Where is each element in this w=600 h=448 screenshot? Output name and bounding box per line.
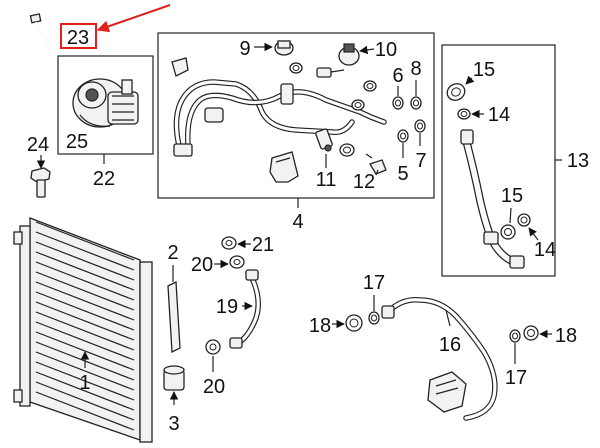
- o-ring-7: [414, 119, 426, 133]
- o-ring-6: [392, 96, 404, 110]
- label-14-bottom: 14: [534, 239, 556, 261]
- label-11: 11: [316, 169, 337, 191]
- label-25: 25: [66, 131, 88, 153]
- bolt-23: [29, 13, 48, 45]
- line-group-box: [157, 32, 435, 199]
- o-ring-20-bottom: [205, 339, 221, 355]
- o-ring-8: [410, 96, 422, 110]
- label-20-top: 20: [191, 254, 213, 276]
- label-16: 16: [439, 334, 461, 356]
- label-22: 22: [93, 168, 115, 190]
- line-16: [381, 297, 498, 421]
- label-10: 10: [375, 39, 397, 61]
- label-6: 6: [392, 65, 403, 87]
- label-15-bottom: 15: [501, 185, 523, 207]
- compressor-25: [72, 78, 139, 128]
- o-ring-14-bottom: [517, 213, 531, 227]
- valve-cap-9: [274, 40, 294, 56]
- mounting-bracket: [269, 151, 299, 183]
- o-ring-21: [221, 236, 237, 250]
- label-2: 2: [167, 242, 178, 264]
- refrigerant-line-assembly: [171, 57, 387, 157]
- o-ring-17-bottom: [509, 329, 521, 343]
- pressure-sensor-10: [338, 43, 360, 66]
- line-19: [229, 269, 261, 349]
- condenser-1: [13, 217, 153, 443]
- o-ring-near-9: [289, 62, 303, 74]
- label-9: 9: [239, 38, 250, 60]
- o-ring-17-top: [368, 311, 380, 325]
- drier-3: [163, 365, 185, 391]
- label-15-top: 15: [473, 59, 495, 81]
- label-21: 21: [252, 234, 274, 256]
- label-4: 4: [292, 211, 303, 233]
- label-7: 7: [415, 150, 426, 172]
- seal-strip-2: [167, 280, 181, 354]
- highlight-box-23: [60, 23, 97, 49]
- label-20-bottom: 20: [203, 376, 225, 398]
- label-1: 1: [79, 372, 90, 394]
- hose-13: [460, 129, 525, 269]
- o-ring-18-left: [345, 314, 363, 332]
- label-18-right: 18: [555, 325, 577, 347]
- label-14-top: 14: [488, 104, 510, 126]
- label-3: 3: [168, 413, 179, 435]
- o-ring-group-a: [339, 80, 377, 157]
- compressor-group-box: [57, 55, 154, 155]
- label-12: 12: [353, 171, 375, 193]
- highlight-arrow-23: [96, 4, 171, 33]
- o-ring-20-top: [229, 255, 245, 269]
- label-23: 23: [67, 27, 89, 49]
- valve-11: [315, 128, 333, 152]
- clip-12: [365, 153, 387, 175]
- label-17-top: 17: [363, 272, 385, 294]
- o-ring-15-bottom: [500, 224, 516, 240]
- bolt-24: [30, 167, 51, 198]
- o-ring-18-right: [523, 325, 539, 341]
- label-17-bottom: 17: [505, 367, 527, 389]
- o-ring-14-top: [457, 108, 471, 120]
- label-18-left: 18: [309, 315, 331, 337]
- label-5: 5: [397, 163, 408, 185]
- o-ring-5: [397, 129, 409, 143]
- label-19: 19: [216, 296, 238, 318]
- label-8: 8: [410, 58, 421, 80]
- label-13: 13: [567, 150, 589, 172]
- label-24: 24: [27, 134, 49, 156]
- o-ring-15-top: [446, 83, 466, 101]
